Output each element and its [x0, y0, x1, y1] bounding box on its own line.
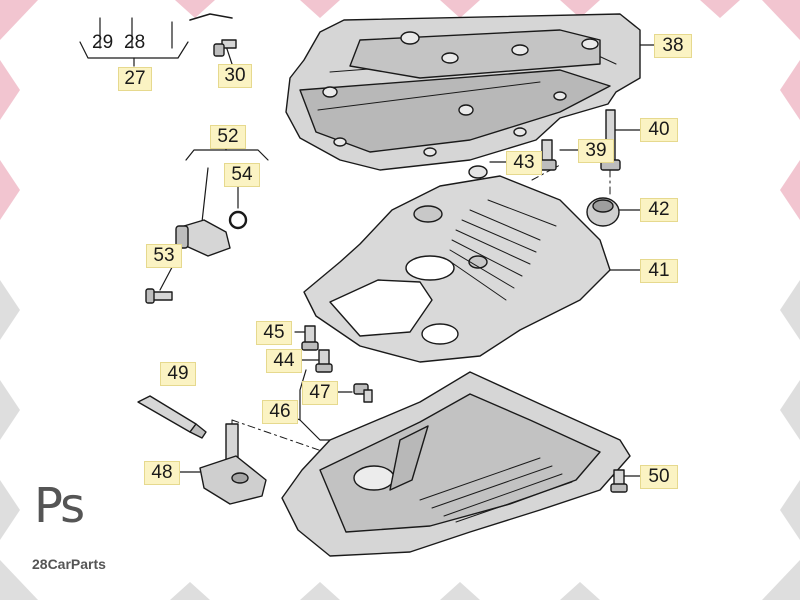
part-label-41: 41 [640, 259, 678, 283]
brand-watermark-text: 28CarParts [32, 556, 106, 572]
bolt-44-icon [315, 349, 333, 373]
o-ring-54-icon [228, 210, 248, 230]
part-label-54: 54 [224, 163, 260, 187]
part-label-43: 43 [506, 151, 542, 175]
part-label-45: 45 [256, 321, 292, 345]
part-label-47: 47 [302, 381, 338, 405]
part-label-50: 50 [640, 465, 678, 489]
part-label-39: 39 [578, 139, 614, 163]
part-label-40: 40 [640, 118, 678, 142]
part-label-52: 52 [210, 125, 246, 149]
part-label-28: 28 [124, 32, 146, 53]
part-label-46: 46 [262, 400, 298, 424]
part-label-30: 30 [218, 64, 252, 88]
part-label-38: 38 [654, 34, 692, 58]
part-label-29: 29 [92, 32, 114, 53]
part-28-29-fragment [189, 13, 233, 21]
sensor-52-icon [175, 219, 231, 257]
part-label-53: 53 [146, 244, 182, 268]
drain-plug-47-icon [353, 383, 373, 403]
part-label-49: 49 [160, 362, 196, 386]
bolt-50-icon [610, 469, 628, 493]
part-label-42: 42 [640, 198, 678, 222]
sealant-tube-49-icon [137, 395, 207, 439]
brand-watermark-letters: Ps [34, 478, 85, 534]
lower-oil-pan [281, 371, 631, 557]
brand-watermark-logo: Ps 28CarParts [30, 478, 120, 583]
part-label-44: 44 [266, 349, 302, 373]
bolt-45-icon [301, 325, 319, 351]
oil-level-sensor-48-icon [199, 423, 267, 505]
seal-ring-43-icon [468, 165, 488, 179]
part-label-27: 27 [118, 67, 152, 91]
sensor-cap-42-icon [586, 197, 620, 227]
baffle-plate [303, 175, 611, 363]
bolt-30-icon [213, 39, 237, 57]
bolt-53-icon [145, 288, 173, 304]
part-label-48: 48 [144, 461, 180, 485]
upper-oil-pan-housing [285, 13, 641, 171]
